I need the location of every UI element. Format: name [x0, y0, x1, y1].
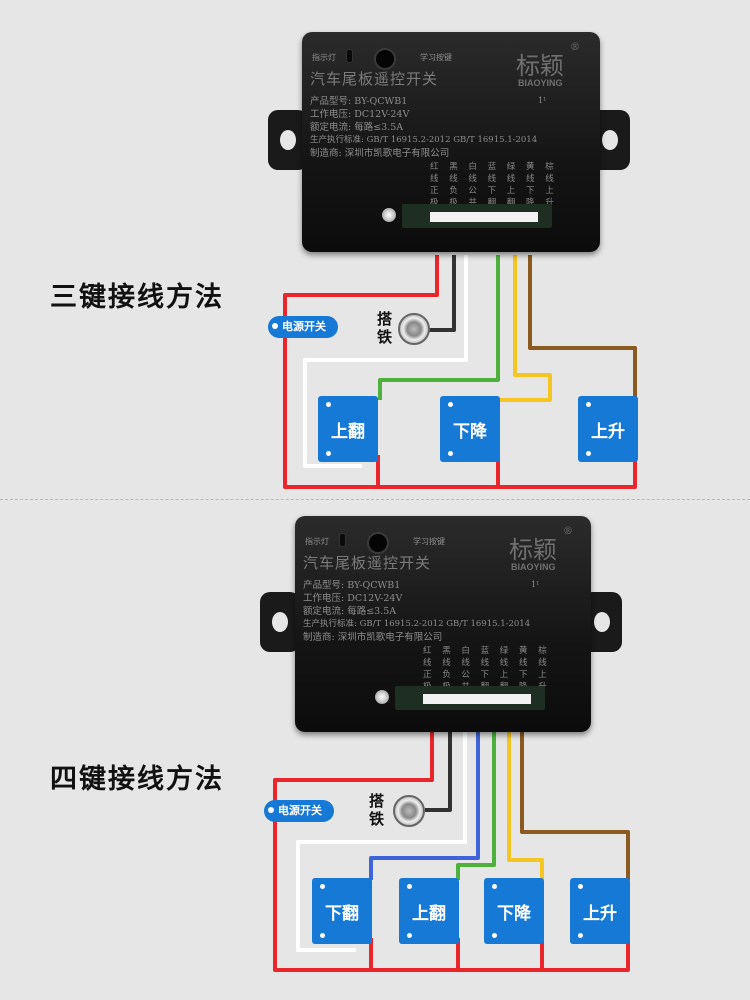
controller-box: 指示灯 学习按键 汽车尾板遥控开关 标颖 ® BIAOYING 1¹ 产品型号:…: [295, 516, 591, 732]
spec-line: 额定电流: 每路≤3.5A: [303, 606, 397, 617]
indicator-led: [339, 533, 346, 547]
spec-line: 工作电压: DC12V-24V: [303, 593, 403, 604]
wire-connector: [423, 694, 531, 704]
switch-up-flip: 上翻: [318, 396, 378, 462]
led-label: 指示灯: [305, 537, 329, 546]
terminal-dot: [448, 402, 453, 407]
switch-down-flip: 下翻: [312, 878, 372, 944]
mount-ear-left: [260, 592, 300, 652]
wire-color-table: 线 线 线 线 线 线 线: [430, 174, 558, 184]
switch-up: 上升: [570, 878, 630, 944]
brand-logo: 标颖: [509, 536, 557, 564]
indicator-led: [346, 49, 353, 63]
terminal-dot: [272, 323, 278, 329]
wiring-lines: [283, 255, 637, 489]
device-mark: 1¹: [531, 580, 540, 589]
switch-down: 下降: [440, 396, 500, 462]
spec-line: 产品型号: BY-QCWB1: [303, 580, 401, 591]
screw: [375, 690, 389, 704]
screw: [382, 208, 396, 222]
panel-divider: [0, 499, 750, 500]
terminal-dot: [492, 933, 497, 938]
wire-color-table: 正 负 公 下 上 下 上: [423, 670, 551, 680]
diagram-panel-four-key: 指示灯 学习按键 汽车尾板遥控开关 标颖 ® BIAOYING 1¹ 产品型号:…: [0, 500, 750, 1000]
brand-en: BIAOYING: [518, 78, 563, 88]
power-switch-text: 电源开关: [282, 320, 326, 333]
terminal-dot: [578, 933, 583, 938]
device-title: 汽车尾板遥控开关: [310, 70, 439, 88]
ground-label: 搭铁: [377, 310, 393, 346]
switch-up: 上升: [578, 396, 638, 462]
terminal-dot: [492, 884, 497, 889]
switch-up-flip: 上翻: [399, 878, 459, 944]
section-heading: 三键接线方法: [50, 282, 224, 313]
terminal-dot: [320, 933, 325, 938]
switch-label: 下降: [453, 421, 487, 442]
device-mark: 1¹: [538, 96, 547, 105]
terminal-dot: [448, 451, 453, 456]
power-switch-text: 电源开关: [278, 804, 322, 817]
terminal-dot: [586, 402, 591, 407]
learn-label: 学习按键: [420, 53, 452, 62]
brand-logo: 标颖: [516, 52, 564, 80]
power-switch-label: 电源开关: [268, 316, 338, 338]
wire-color-table: 红 黑 白 蓝 绿 黄 棕: [423, 646, 551, 656]
terminal-dot: [407, 884, 412, 889]
diagram-panel-three-key: 指示灯 学习按键 汽车尾板遥控开关 标颖 ® BIAOYING 1¹ 产品型号:…: [50, 32, 638, 489]
switch-label: 上翻: [412, 903, 446, 924]
spec-line: 额定电流: 每路≤3.5A: [310, 122, 404, 133]
brand-en: BIAOYING: [511, 562, 556, 572]
switch-label: 上翻: [331, 421, 365, 442]
wire-color-table: 极 极 共 翻 翻 降 升: [430, 198, 558, 208]
controller-box: 指示灯 学习按键 汽车尾板遥控开关 标颖 ® BIAOYING 1¹ 产品型号:…: [302, 32, 600, 252]
wire-color-table: 红 黑 白 蓝 绿 黄 棕: [430, 162, 558, 172]
ground-nut-icon: [398, 313, 430, 345]
switch-label: 下降: [497, 903, 531, 924]
switch-label: 下翻: [325, 903, 359, 924]
device-title: 汽车尾板遥控开关: [303, 554, 432, 572]
terminal-dot: [326, 402, 331, 407]
wire-color-table: 线 线 线 线 线 线 线: [423, 658, 551, 668]
spec-line: 制造商: 深圳市凯歌电子有限公司: [303, 632, 443, 643]
mount-ear-left: [268, 110, 308, 170]
ground-label: 搭铁: [369, 792, 385, 828]
led-label: 指示灯: [312, 53, 336, 62]
wire-connector: [430, 212, 538, 222]
power-switch-label: 电源开关: [264, 800, 334, 822]
terminal-dot: [326, 451, 331, 456]
spec-line: 产品型号: BY-QCWB1: [310, 96, 408, 107]
learn-button: [374, 48, 396, 70]
wire-color-table: 正 负 公 下 上 下 上: [430, 186, 558, 196]
spec-line: 生产执行标准: GB/T 16915.2-2012 GB/T 16915.1-2…: [310, 135, 538, 145]
switch-label: 上升: [591, 421, 625, 442]
learn-button: [367, 532, 389, 554]
ground-nut-icon: [393, 795, 425, 827]
terminal-dot: [578, 884, 583, 889]
spec-line: 生产执行标准: GB/T 16915.2-2012 GB/T 16915.1-2…: [303, 619, 531, 629]
terminal-dot: [407, 933, 412, 938]
spec-line: 制造商: 深圳市凯歌电子有限公司: [310, 148, 450, 159]
registered-mark: ®: [563, 526, 573, 537]
learn-label: 学习按键: [413, 537, 445, 546]
registered-mark: ®: [570, 42, 580, 53]
terminal-dot: [320, 884, 325, 889]
spec-line: 工作电压: DC12V-24V: [310, 109, 410, 120]
section-heading: 四键接线方法: [50, 764, 224, 795]
wiring-lines: [273, 732, 630, 972]
terminal-dot: [586, 451, 591, 456]
terminal-dot: [268, 807, 274, 813]
switch-down: 下降: [484, 878, 544, 944]
switch-label: 上升: [583, 903, 617, 924]
